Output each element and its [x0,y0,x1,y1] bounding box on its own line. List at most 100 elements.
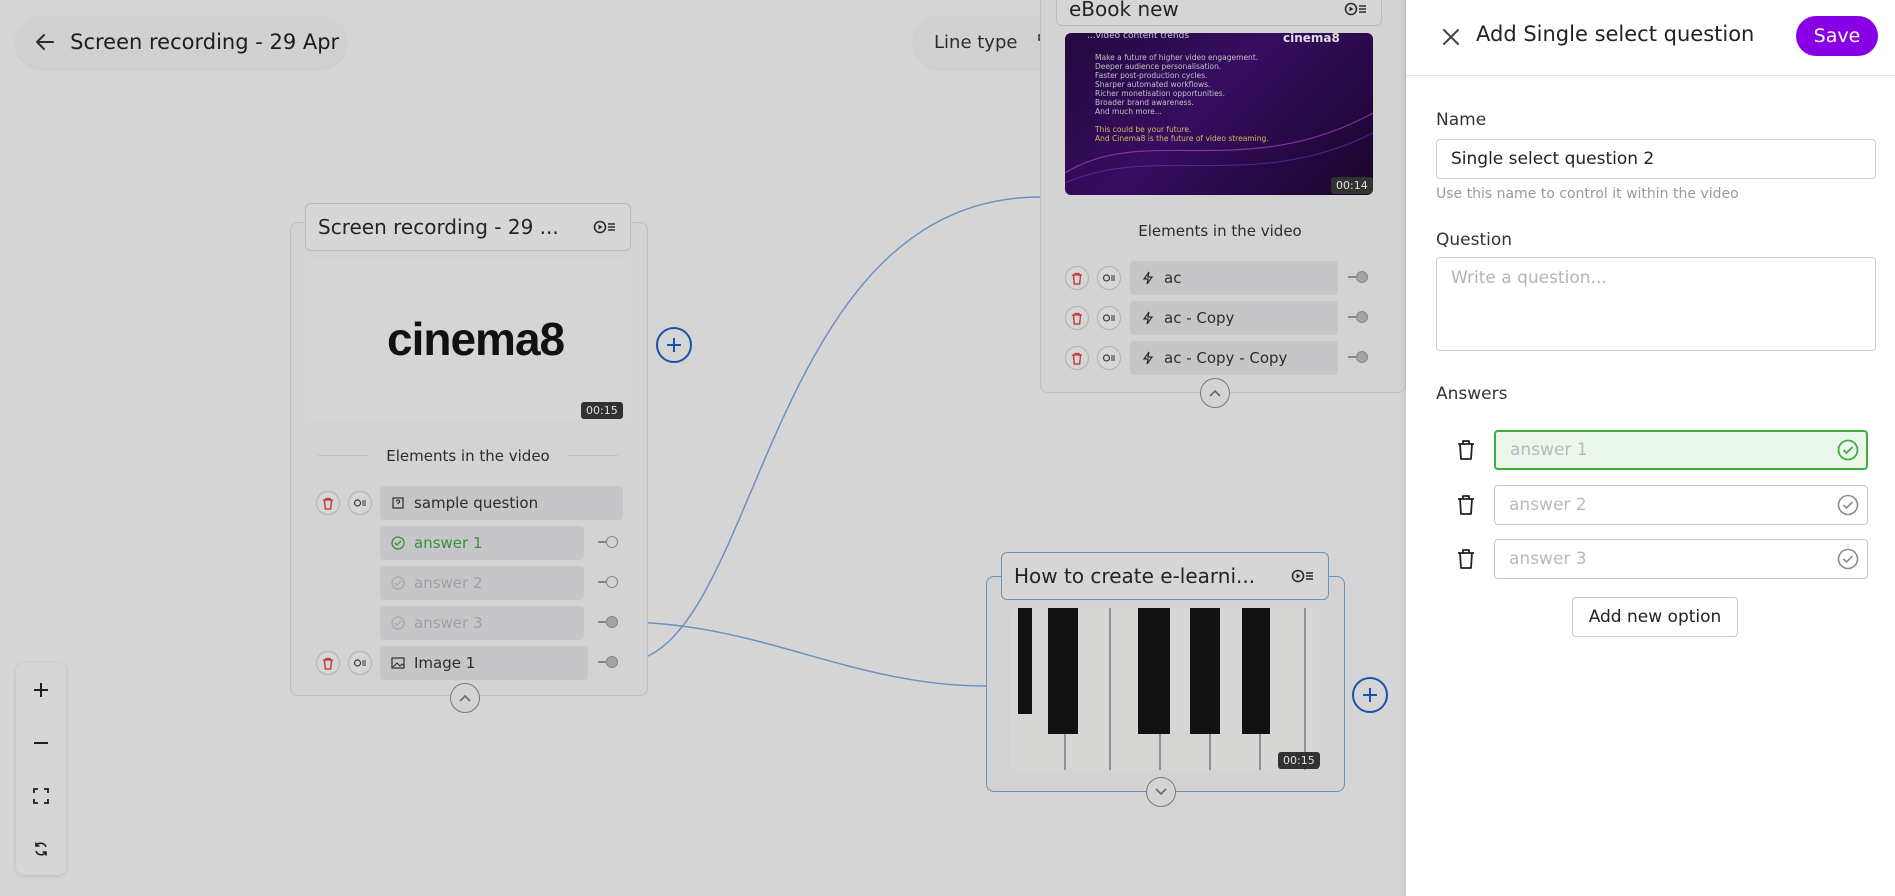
answer-input[interactable] [1494,485,1868,525]
connector-handle[interactable] [598,535,620,549]
delete-element-button[interactable] [316,651,340,675]
delete-element-button[interactable] [316,491,340,515]
close-icon[interactable] [1436,22,1466,52]
delete-element-button[interactable] [1065,266,1089,290]
connection-line [621,196,1041,663]
collapse-node-button[interactable] [1200,378,1230,408]
flow-canvas[interactable]: Screen recording - 29 Apr ... Line type … [0,0,1406,896]
video-thumbnail-piano: 00:15 [1010,608,1320,770]
connector-handle[interactable] [598,655,620,669]
element-visibility-button[interactable] [348,651,372,675]
connection-line [621,621,987,687]
fit-view-icon[interactable] [26,781,56,811]
video-node-header[interactable]: Screen recording - 29 ... [305,203,631,251]
video-thumbnail: ...video content trends cinema8 Make a f… [1065,33,1373,195]
back-arrow-icon[interactable] [32,28,58,56]
delete-element-button[interactable] [1065,346,1089,370]
check-circle-icon [390,575,406,591]
element-row-question[interactable]: sample question [380,486,623,520]
element-row-action[interactable]: ac [1130,261,1338,295]
answer-input[interactable] [1494,539,1868,579]
thumbnail-logo: cinema8 [1283,33,1340,45]
element-label: ac - Copy - Copy [1164,349,1288,367]
project-title: Screen recording - 29 Apr ... [70,30,346,54]
add-question-panel: Add Single select question Save Name Use… [1406,0,1895,896]
thumbnail-line: Make a future of higher video engagement… [1095,53,1259,62]
element-list-icon[interactable] [1290,566,1316,586]
element-list-icon[interactable] [592,217,618,237]
element-label: answer 1 [414,534,483,552]
answer-row [1454,430,1874,470]
video-node-title: eBook new [1069,0,1179,21]
thumbnail-line: Sharper automated workflows. [1095,80,1211,89]
trash-icon[interactable] [1454,438,1478,462]
thumbnail-line: Richer monetisation opportunities. [1095,89,1226,98]
zoom-out-icon[interactable] [26,728,56,758]
answer-row [1454,485,1874,525]
add-new-option-button[interactable]: Add new option [1572,597,1738,637]
element-row-answer[interactable]: answer 2 [380,566,584,600]
element-label: sample question [414,494,539,512]
thumbnail-line: Deeper audience personalisation. [1095,62,1222,71]
video-duration-badge: 00:15 [581,402,623,419]
connector-handle[interactable] [598,575,620,589]
element-row-action[interactable]: ac - Copy [1130,301,1338,335]
connector-handle[interactable] [598,615,620,629]
add-node-button[interactable] [1352,677,1388,713]
element-row-answer[interactable]: answer 1 [380,526,584,560]
element-visibility-button[interactable] [1097,266,1121,290]
video-node-header[interactable]: eBook new [1056,0,1382,26]
check-circle-icon [390,615,406,631]
question-textarea[interactable] [1436,257,1876,351]
element-label: ac [1164,269,1182,287]
element-visibility-button[interactable] [348,491,372,515]
video-node-title: How to create e-learni... [1014,564,1256,588]
mark-correct-check-icon[interactable] [1836,493,1860,517]
connector-handle[interactable] [1348,350,1370,364]
name-label: Name [1436,110,1487,130]
element-label: answer 2 [414,574,483,592]
connector-handle[interactable] [1348,310,1370,324]
element-row-action[interactable]: ac - Copy - Copy [1130,341,1338,375]
element-row-image[interactable]: Image 1 [380,646,588,680]
thumbnail-heading: ...video content trends [1087,33,1190,41]
answers-label: Answers [1436,384,1508,404]
refresh-icon[interactable] [26,834,56,864]
video-thumbnail: cinema8 00:15 [305,260,631,420]
correct-answer-check-icon[interactable] [1836,438,1860,462]
element-visibility-button[interactable] [1097,346,1121,370]
cinema8-logo: cinema8 [387,313,565,365]
expand-node-button[interactable] [1146,777,1176,807]
element-visibility-button[interactable] [1097,306,1121,330]
answer-input[interactable] [1494,430,1868,470]
thumbnail-tagline: This could be your future. [1095,125,1192,134]
zoom-toolbar [16,663,66,875]
thumbnail-tagline: And Cinema8 is the future of video strea… [1095,134,1269,143]
thumbnail-wave-graphic [1065,112,1373,184]
video-node-header[interactable]: How to create e-learni... [1001,552,1329,600]
question-label: Question [1436,230,1513,250]
panel-header: Add Single select question Save [1406,0,1895,76]
element-label: ac - Copy [1164,309,1235,327]
check-circle-icon [390,535,406,551]
element-label: answer 3 [414,614,483,632]
save-button[interactable]: Save [1796,16,1878,56]
collapse-node-button[interactable] [450,683,480,713]
image-icon [390,655,406,671]
mark-correct-check-icon[interactable] [1836,547,1860,571]
element-label: Image 1 [414,654,476,672]
thumbnail-line: And much more... [1095,107,1162,116]
element-list-icon[interactable] [1343,0,1369,16]
delete-element-button[interactable] [1065,306,1089,330]
add-node-button[interactable] [656,327,692,363]
lightning-icon [1140,270,1156,286]
panel-title: Add Single select question [1476,22,1755,46]
trash-icon[interactable] [1454,493,1478,517]
connector-handle[interactable] [1348,270,1370,284]
piano-keys-graphic [1010,608,1320,770]
name-input[interactable] [1436,139,1876,179]
back-title-pill: Screen recording - 29 Apr ... [16,16,346,68]
zoom-in-icon[interactable] [26,675,56,705]
trash-icon[interactable] [1454,547,1478,571]
element-row-answer[interactable]: answer 3 [380,606,584,640]
